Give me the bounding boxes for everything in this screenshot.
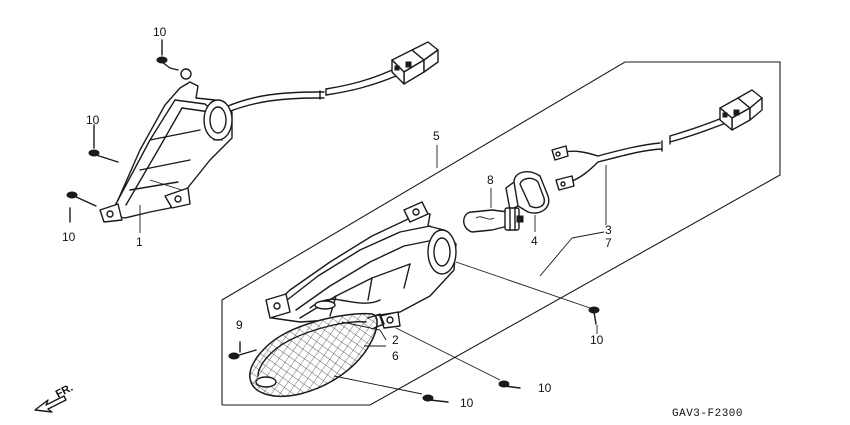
screw-housing-right (455, 261, 600, 325)
turn-signal-housing (265, 201, 457, 329)
callout-4: 4 (531, 234, 538, 248)
wire-connector-right (719, 89, 763, 131)
diagram-code: GAV3-F2300 (672, 408, 743, 420)
callout-7: 7 (605, 236, 612, 250)
callout-6: 6 (392, 349, 399, 363)
callout-9: 9 (236, 318, 243, 332)
turn-signal-lens (249, 312, 385, 397)
bulb (463, 207, 524, 233)
callout-5: 5 (433, 129, 440, 143)
front-direction-arrow: FR. (34, 382, 75, 413)
callout-3: 3 (605, 223, 612, 237)
socket-gasket (505, 171, 550, 214)
callout-10-bottom-right: 10 (538, 381, 552, 395)
screw-lens-bottom (333, 375, 449, 403)
wire-connector-left (391, 41, 439, 85)
exploded-view-frame (221, 61, 781, 406)
screw-lens (228, 341, 257, 360)
callout-8: 8 (487, 173, 494, 187)
callout-10-right: 10 (590, 333, 604, 347)
screw-left-mid (88, 124, 119, 163)
callout-10-left-bottom: 10 (62, 230, 76, 244)
callout-10-bottom: 10 (460, 396, 474, 410)
callout-2: 2 (392, 333, 399, 347)
turn-signal-assembly-left (99, 41, 439, 223)
callout-1: 1 (136, 235, 143, 249)
screw-left-top (156, 39, 192, 80)
callout-10-left-top: 10 (153, 25, 167, 39)
socket-wire-harness (551, 89, 763, 191)
screw-left-bottom (66, 191, 97, 223)
screw-housing-bottom (395, 327, 521, 389)
front-direction-label: FR. (54, 382, 75, 401)
callout-10-left-mid: 10 (86, 113, 100, 127)
